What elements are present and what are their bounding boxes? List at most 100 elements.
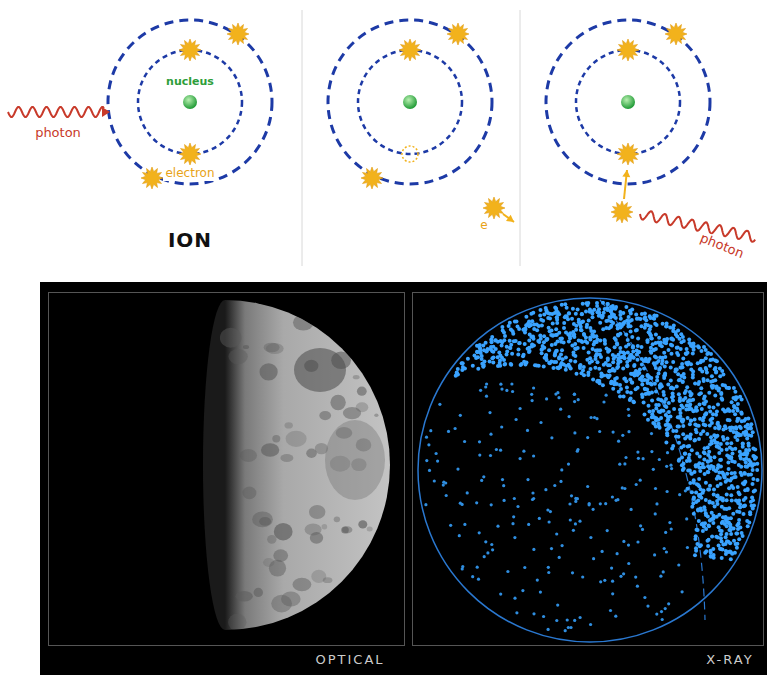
xray-dot	[687, 453, 691, 457]
xray-dot	[647, 404, 651, 408]
xray-dot	[721, 383, 725, 387]
xray-dot	[663, 547, 666, 550]
xray-dot	[724, 480, 728, 484]
xray-dot	[572, 351, 576, 355]
xray-dot	[735, 407, 739, 411]
xray-dot	[461, 567, 464, 570]
xray-dot	[712, 556, 716, 560]
xray-dot	[509, 363, 513, 367]
xray-dot	[629, 391, 633, 395]
xray-dot	[580, 371, 584, 375]
xray-dot	[510, 382, 513, 385]
xray-dot	[526, 347, 530, 351]
xray-dot	[677, 441, 681, 445]
xray-dot	[654, 333, 658, 337]
xray-dot	[702, 423, 706, 427]
xray-dot	[554, 307, 558, 311]
xray-dot	[687, 338, 691, 342]
xray-dot	[530, 393, 533, 396]
xray-dot	[703, 451, 707, 455]
xray-dot	[516, 353, 520, 357]
xray-dot	[485, 349, 489, 353]
xray-dot	[671, 444, 675, 448]
xray-dot	[677, 425, 681, 429]
xray-dot	[540, 351, 544, 355]
xray-dot	[690, 490, 694, 494]
xray-dot	[680, 404, 684, 408]
xray-dot	[709, 435, 713, 439]
xray-dot	[734, 475, 738, 479]
xray-dot	[719, 547, 723, 551]
xray-dot	[724, 542, 728, 546]
xray-dot	[545, 337, 549, 341]
divider	[302, 10, 303, 266]
xray-dot	[555, 349, 559, 353]
xray-dot	[751, 468, 755, 472]
crater	[272, 435, 280, 442]
crater	[271, 595, 292, 613]
xray-dot	[703, 394, 707, 398]
xray-dot	[751, 454, 755, 458]
xray-dot	[531, 491, 534, 494]
xray-dot	[720, 471, 724, 475]
xray-dot	[752, 503, 756, 507]
xray-dot	[733, 460, 737, 464]
ion-label: ION	[166, 229, 214, 251]
xray-dot	[580, 312, 584, 316]
xray-dot	[625, 386, 629, 390]
xray-dot	[702, 525, 706, 529]
xray-dot	[646, 391, 650, 395]
xray-dot	[664, 531, 667, 534]
xray-dot	[601, 301, 605, 305]
xray-dot	[576, 448, 579, 451]
xray-dot	[566, 333, 570, 337]
crater	[307, 611, 319, 622]
xray-dot	[568, 502, 571, 505]
xray-dot	[509, 343, 513, 347]
xray-dot	[707, 488, 711, 492]
xray-dot	[657, 336, 661, 340]
xray-dot	[689, 432, 693, 436]
xray-dot	[701, 491, 705, 495]
electron-symbol	[179, 39, 201, 61]
arrowhead	[102, 107, 110, 117]
xray-dot	[632, 356, 636, 360]
motion-arrow	[503, 214, 514, 222]
xray-dot	[573, 393, 576, 396]
xray-dot	[681, 432, 685, 436]
xray-dot	[697, 424, 701, 428]
xray-dot	[623, 462, 626, 465]
outer-shell	[546, 20, 710, 184]
crater	[341, 527, 349, 534]
crater	[235, 591, 252, 602]
xray-dot	[586, 485, 589, 488]
xray-dot	[544, 488, 547, 491]
xray-dot	[654, 512, 657, 515]
xray-dot	[493, 339, 497, 343]
xray-dot	[618, 346, 622, 350]
xray-dot	[691, 501, 695, 505]
xray-dot	[636, 386, 640, 390]
xray-dot	[592, 330, 596, 334]
xray-dot	[621, 351, 625, 355]
xray-dot	[563, 302, 567, 306]
xray-dot	[718, 374, 722, 378]
xray-dot	[681, 590, 684, 593]
xray-dot	[630, 318, 634, 322]
xray-dot	[511, 522, 514, 525]
xray-dot	[481, 364, 485, 368]
xray-dot	[555, 315, 559, 319]
xray-dot	[721, 515, 725, 519]
xray-dot	[489, 433, 492, 436]
xray-dot	[719, 482, 723, 486]
xray-dot	[715, 434, 719, 438]
xray-dot	[576, 308, 580, 312]
xray-dot	[564, 355, 568, 359]
crater	[323, 303, 339, 316]
xray-dot	[735, 438, 739, 442]
xray-dot	[704, 366, 708, 370]
xray-dot	[746, 488, 750, 492]
xray-dot	[522, 450, 525, 453]
xray-dot	[435, 452, 438, 455]
xray-dot	[711, 547, 715, 551]
